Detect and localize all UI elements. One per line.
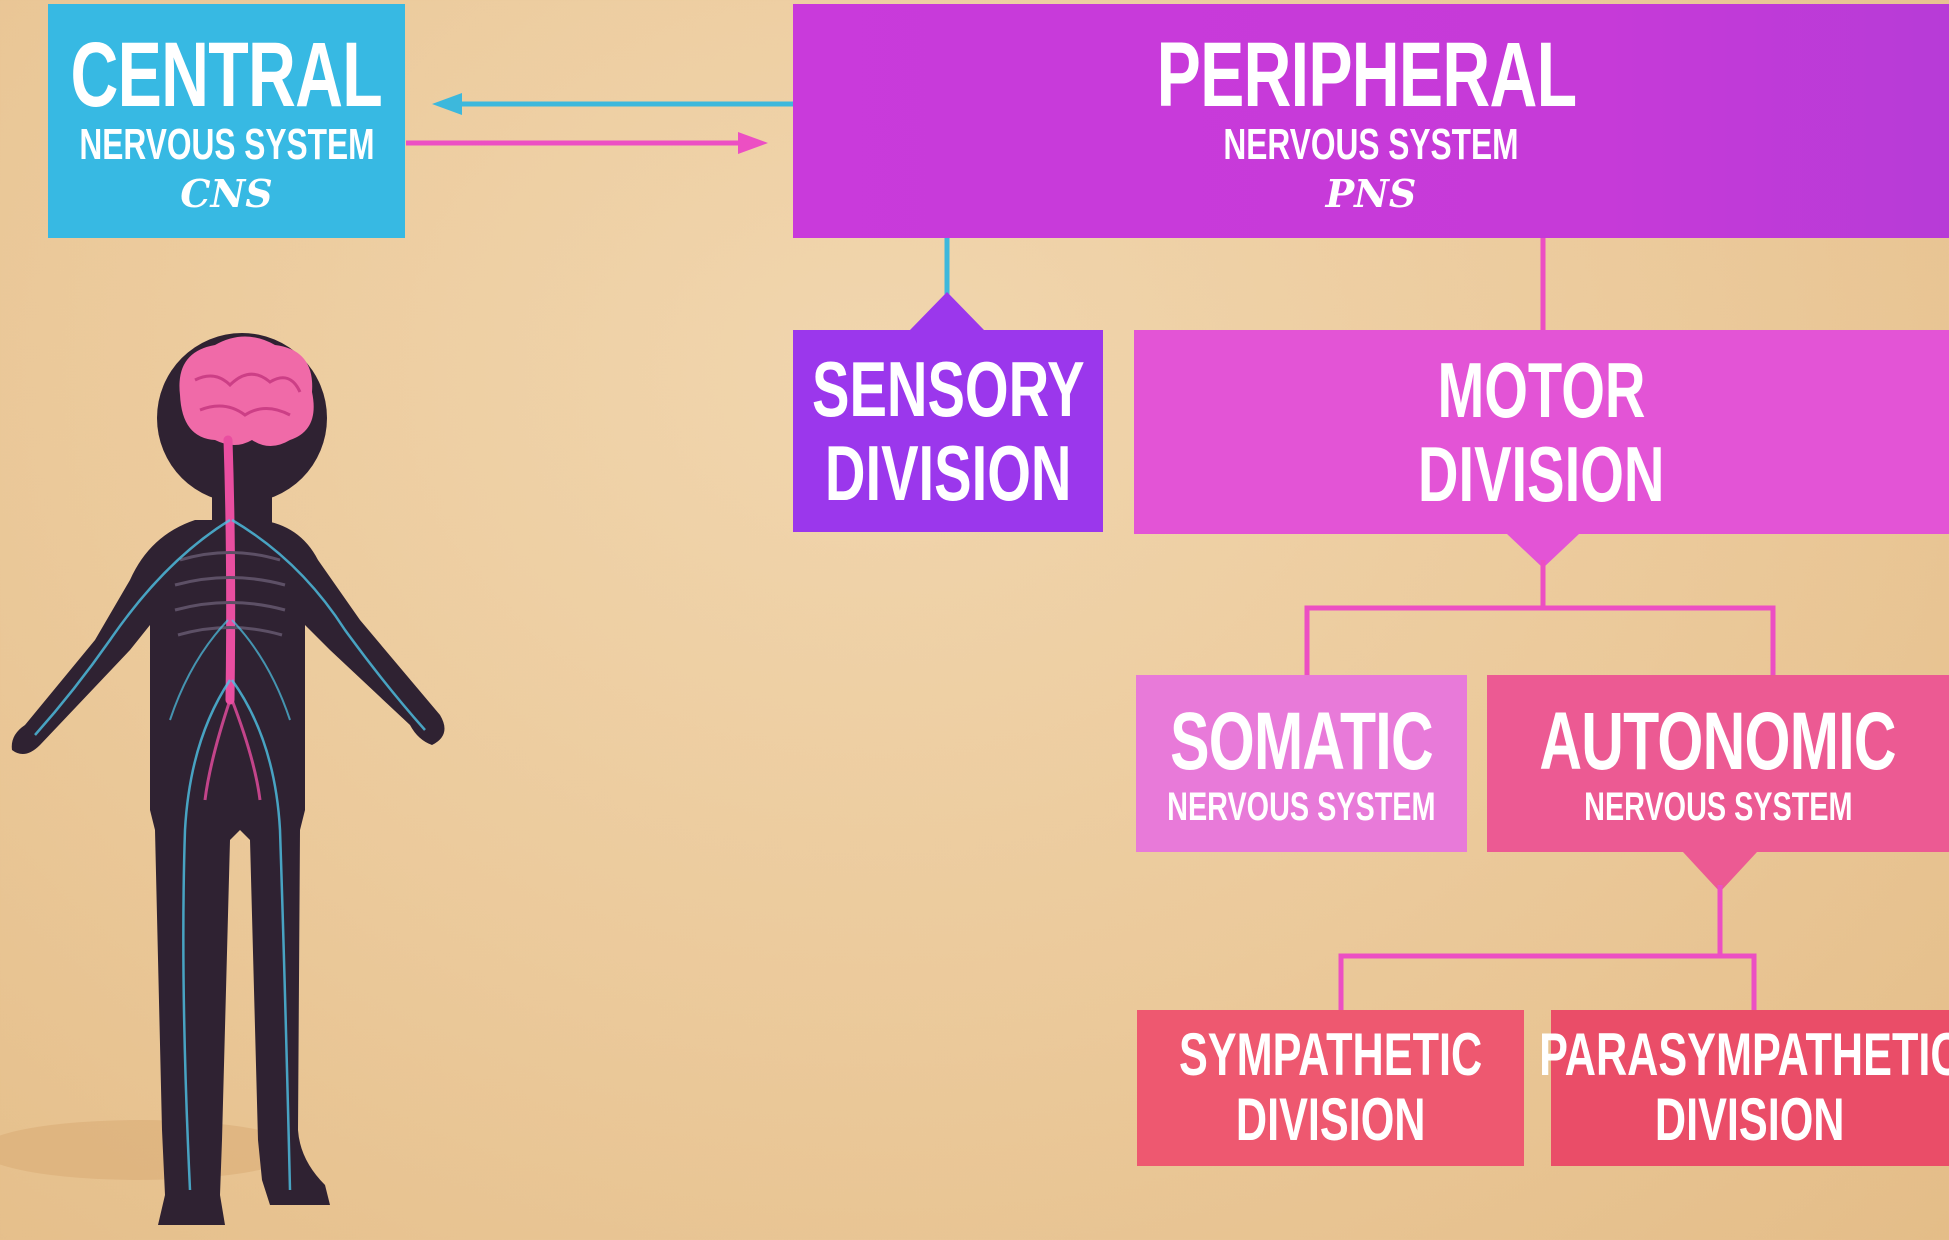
- sensory-division-box: SENSORY DIVISION: [793, 330, 1103, 532]
- autonomic-title: AUTONOMIC: [1540, 701, 1897, 783]
- sensory-line2: DIVISION: [825, 431, 1072, 515]
- autonomic-branch-connector: [1341, 852, 1757, 1010]
- autonomic-system-box: AUTONOMIC NERVOUS SYSTEM: [1487, 675, 1949, 852]
- cns-title: CENTRAL: [71, 29, 382, 121]
- motor-line1: MOTOR: [1437, 348, 1645, 432]
- cns-to-pns-arrow: [406, 132, 768, 154]
- parasympathetic-division-box: PARASYMPATHETIC DIVISION: [1551, 1010, 1949, 1166]
- pns-abbr: PNS: [1326, 175, 1417, 213]
- somatic-subtitle: NERVOUS SYSTEM: [1167, 787, 1435, 827]
- pns-subtitle: NERVOUS SYSTEM: [1223, 123, 1518, 167]
- somatic-system-box: SOMATIC NERVOUS SYSTEM: [1136, 675, 1467, 852]
- sympathetic-line1: SYMPATHETIC: [1179, 1023, 1482, 1088]
- sensory-line1: SENSORY: [812, 347, 1085, 431]
- motor-division-box: MOTOR DIVISION: [1134, 330, 1949, 534]
- autonomic-subtitle: NERVOUS SYSTEM: [1584, 787, 1852, 827]
- cns-abbr: CNS: [180, 175, 272, 213]
- sympathetic-division-box: SYMPATHETIC DIVISION: [1137, 1010, 1524, 1166]
- parasympathetic-line2: DIVISION: [1655, 1088, 1845, 1153]
- cns-box: CENTRAL NERVOUS SYSTEM CNS: [48, 4, 405, 238]
- pns-sensory-connector: [910, 238, 984, 330]
- human-figure-illustration: [0, 333, 445, 1225]
- pns-to-cns-arrow: [432, 93, 793, 115]
- parasympathetic-line1: PARASYMPATHETIC: [1539, 1023, 1949, 1088]
- motor-branch-connector: [1307, 534, 1773, 675]
- pns-box: PERIPHERAL NERVOUS SYSTEM PNS: [793, 4, 1949, 238]
- somatic-title: SOMATIC: [1170, 701, 1433, 783]
- cns-subtitle: NERVOUS SYSTEM: [79, 123, 374, 167]
- sympathetic-line2: DIVISION: [1236, 1088, 1426, 1153]
- pns-title: PERIPHERAL: [1156, 29, 1576, 121]
- motor-line2: DIVISION: [1418, 432, 1665, 516]
